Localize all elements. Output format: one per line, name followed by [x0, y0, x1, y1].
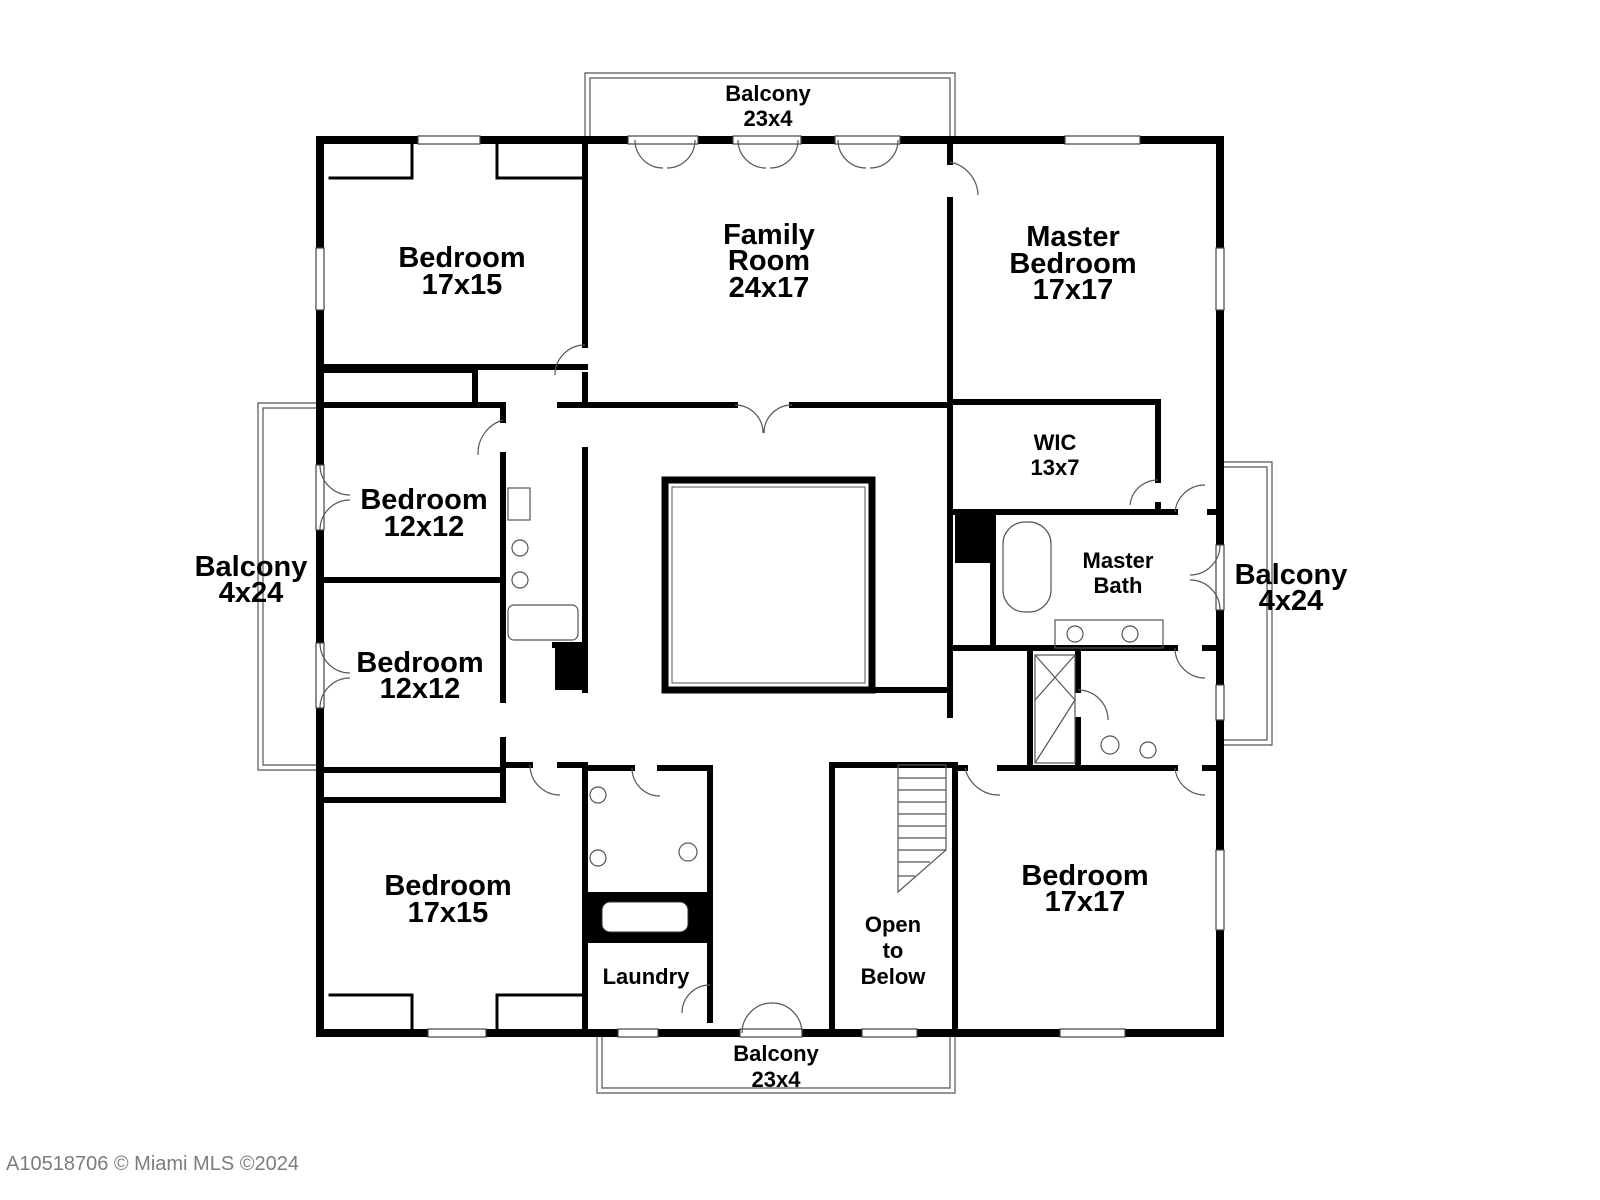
- balcony-bottom-outline: [596, 1033, 956, 1094]
- interior-walls: [317, 137, 1218, 1036]
- courtyard-glazing: [671, 486, 866, 684]
- bedroom-se-name: Bedroom: [1021, 860, 1148, 892]
- master-bedroom-size: 17x17: [1033, 274, 1114, 306]
- balcony-right-name: Balcony: [1235, 559, 1348, 591]
- master-bath-name-2: Bath: [1094, 573, 1143, 598]
- fixtures: [507, 487, 1164, 867]
- open-to-below-3: Below: [861, 964, 927, 989]
- wic-name: WIC: [1034, 430, 1077, 455]
- balcony-top-name: Balcony: [725, 81, 811, 106]
- tub: [601, 901, 689, 933]
- room-labels: Bedroom 17x15 Family Room 24x17 Master B…: [195, 81, 1348, 1092]
- balcony-left-size: 4x24: [219, 577, 284, 609]
- balcony-top-size: 23x4: [744, 106, 794, 131]
- balcony-right-size: 4x24: [1259, 585, 1324, 617]
- doors[interactable]: [319, 139, 1221, 1034]
- master-bedroom-name-1: Master: [1026, 221, 1120, 253]
- family-room-size: 24x17: [729, 272, 810, 304]
- bedroom-w1-name: Bedroom: [360, 484, 487, 516]
- bedroom-w2-size: 12x12: [380, 673, 461, 705]
- staircase[interactable]: [897, 764, 947, 894]
- windows: [315, 135, 1225, 1038]
- laundry-name: Laundry: [603, 964, 691, 989]
- watermark: A10518706 © Miami MLS ©2024: [6, 1153, 299, 1175]
- balconies: [257, 72, 1273, 1094]
- open-to-below-1: Open: [865, 912, 921, 937]
- bedroom-se-size: 17x17: [1045, 886, 1126, 918]
- bedroom-sw-name: Bedroom: [384, 870, 511, 902]
- balcony-bottom-name: Balcony: [733, 1041, 819, 1066]
- courtyard: [661, 476, 876, 694]
- open-to-below-2: to: [883, 938, 904, 963]
- balcony-left-outline: [257, 402, 320, 771]
- wic-size: 13x7: [1031, 455, 1080, 480]
- family-room-name-2: Room: [728, 245, 810, 277]
- bedroom-w1-size: 12x12: [384, 511, 465, 543]
- bedroom-w2-name: Bedroom: [356, 647, 483, 679]
- master-bath-name-1: Master: [1083, 548, 1154, 573]
- balcony-bottom-size: 23x4: [752, 1067, 802, 1092]
- family-room-name-1: Family: [723, 219, 815, 251]
- chase: [555, 645, 585, 690]
- balcony-right-outline: [1220, 461, 1273, 746]
- bedroom-sw-size: 17x15: [408, 897, 489, 929]
- chase: [955, 515, 993, 563]
- balcony-left-name: Balcony: [195, 551, 308, 583]
- bedroom-nw-name: Bedroom: [398, 242, 525, 274]
- bedroom-nw-size: 17x15: [422, 269, 503, 301]
- master-bedroom-name-2: Bedroom: [1009, 248, 1136, 280]
- balcony-top-outline: [584, 72, 956, 140]
